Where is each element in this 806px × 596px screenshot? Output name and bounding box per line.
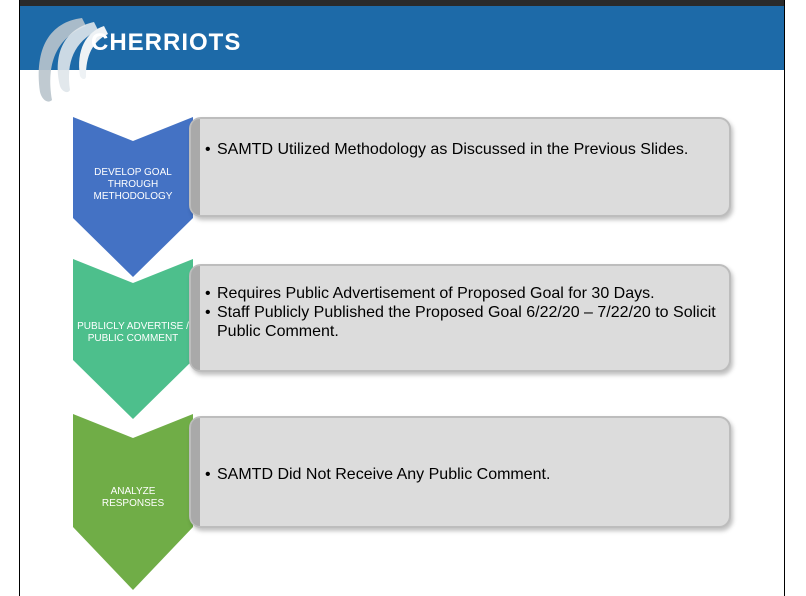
step-bullet: Staff Publicly Published the Proposed Go… — [205, 303, 719, 341]
step-bullet: Requires Public Advertisement of Propose… — [205, 284, 719, 303]
step-bullets-1: SAMTD Utilized Methodology as Discussed … — [205, 140, 719, 159]
slide: CHERRIOTS DEVELOP GOAL THROUGH METHODOLO… — [19, 0, 785, 596]
step-box-1: SAMTD Utilized Methodology as Discussed … — [189, 117, 731, 217]
step-label-2: PUBLICLY ADVERTISE / PUBLIC COMMENT — [77, 321, 189, 344]
step-bullets-2: Requires Public Advertisement of Propose… — [205, 284, 719, 341]
step-bullet: SAMTD Utilized Methodology as Discussed … — [205, 140, 719, 159]
brand-logo-text: CHERRIOTS — [91, 29, 241, 57]
step-box-bar — [191, 418, 200, 526]
step-label-1: DEVELOP GOAL THROUGH METHODOLOGY — [93, 167, 173, 202]
header-top-strip — [20, 0, 784, 6]
step-bullets-3: SAMTD Did Not Receive Any Public Comment… — [205, 465, 719, 484]
step-chevron-2 — [73, 259, 193, 419]
step-box-bar — [191, 266, 200, 370]
step-chevron-1 — [73, 117, 193, 277]
step-box-2: Requires Public Advertisement of Propose… — [189, 264, 731, 372]
step-chevron-3 — [73, 414, 193, 590]
step-box-bar — [191, 119, 200, 215]
step-box-3: SAMTD Did Not Receive Any Public Comment… — [189, 416, 731, 528]
step-bullet: SAMTD Did Not Receive Any Public Comment… — [205, 465, 719, 484]
header-bar — [20, 0, 784, 70]
cherriots-logo-icon — [38, 18, 108, 102]
step-label-3: ANALYZE RESPONSES — [101, 486, 165, 509]
brand-name: CHERRIOTS — [91, 29, 242, 56]
